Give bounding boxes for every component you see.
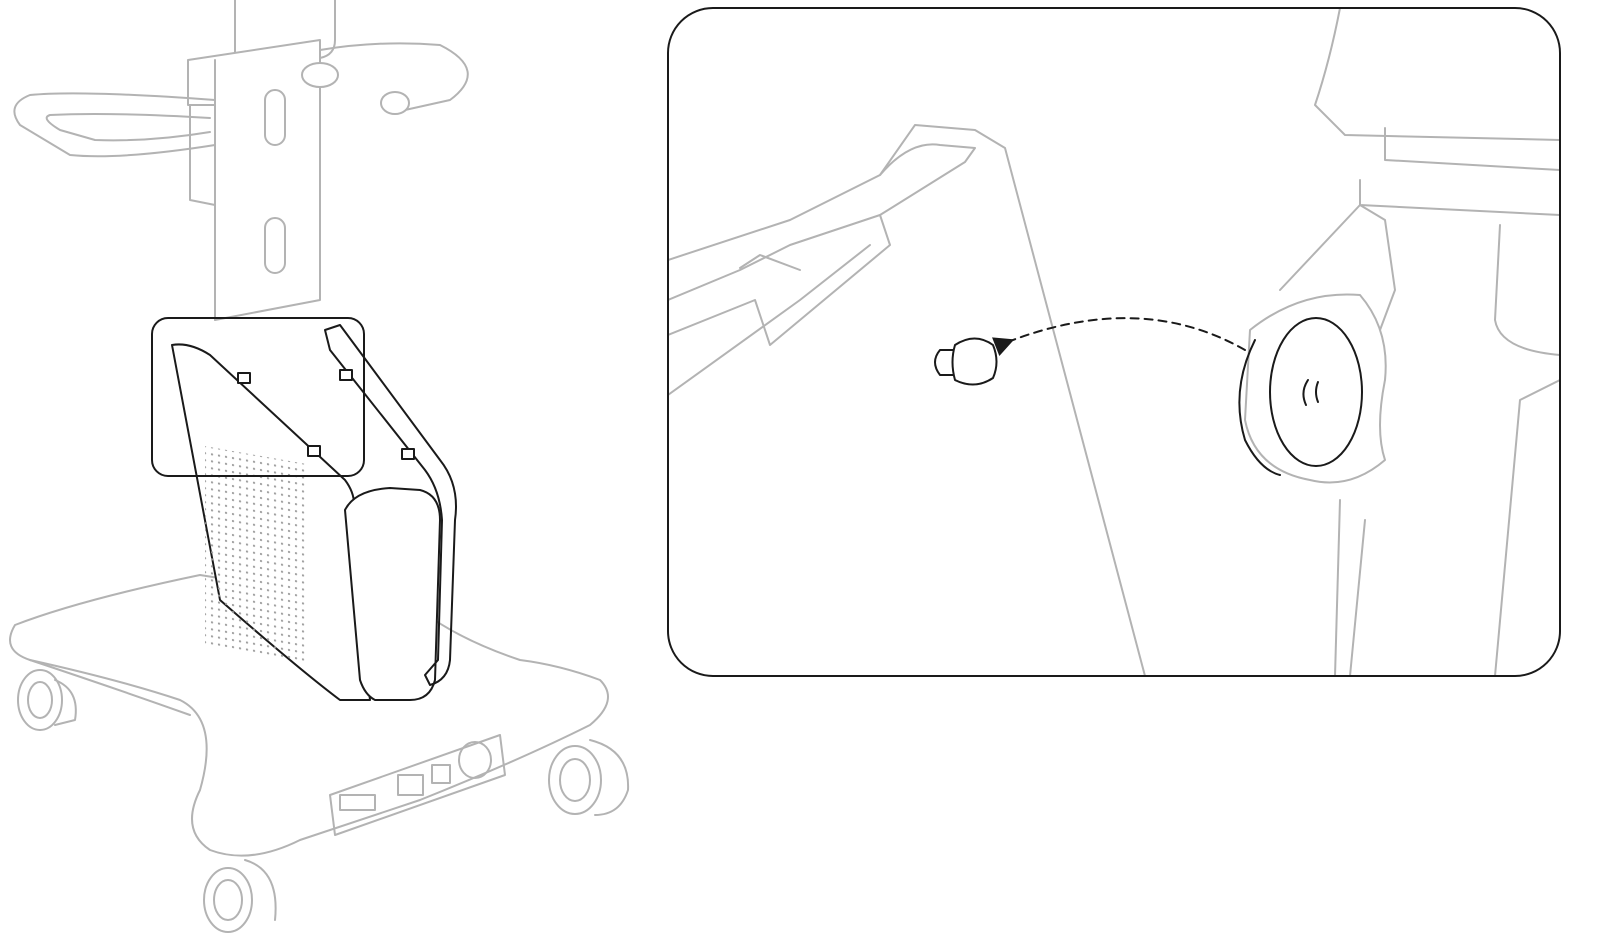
cart-illustration [9, 0, 630, 933]
dashed-arrow [992, 317, 1246, 356]
battery-box [171, 324, 457, 701]
detail-callout [667, 7, 1561, 677]
wheel [548, 739, 630, 816]
screw-cap-icon [934, 337, 998, 386]
wheel [203, 859, 277, 933]
wheel [17, 669, 77, 731]
detail-frame-small [151, 317, 365, 477]
